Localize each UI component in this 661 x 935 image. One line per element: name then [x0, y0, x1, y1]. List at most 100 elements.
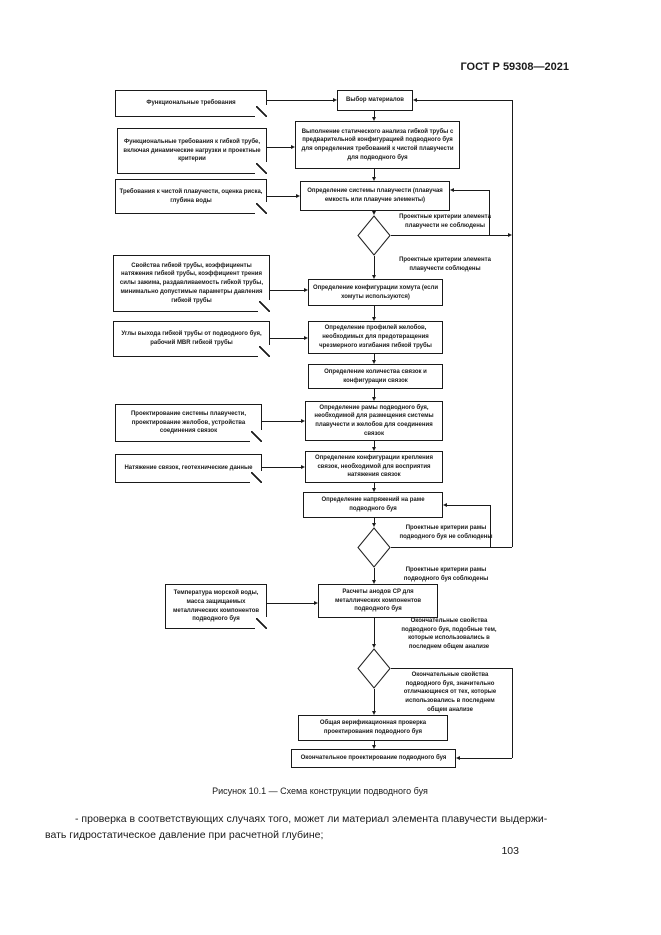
body-text-line1: - проверка в соответствующих случаях тог… [75, 813, 548, 825]
doc-pipe-exit-angles: Углы выхода гибкой трубы от подводного б… [113, 321, 270, 357]
flow-line [374, 741, 375, 745]
step-final-design: Окончательное проектирование подводного … [291, 749, 456, 768]
decision-final-properties-diamond [357, 648, 391, 689]
decision-frame-criteria-diamond [357, 527, 391, 568]
arrowhead-left [413, 97, 417, 102]
loop-line-buoyancy [489, 190, 490, 235]
branch-label-frame-met: Проектные критерии рамы подводного буя с… [403, 567, 489, 582]
arrowhead-down [371, 488, 376, 492]
flow-line [270, 338, 304, 339]
step-text: Выбор материалов [346, 97, 404, 104]
arrowhead-down [371, 117, 376, 121]
step-text: Определение системы плавучести (плавучая… [307, 188, 443, 203]
arrowhead-right [508, 232, 512, 237]
arrowhead-right [333, 97, 337, 102]
flow-line [391, 547, 512, 548]
doc-text: Температура морской воды, масса защищаем… [172, 590, 260, 623]
step-text: Определение конфигурации крепления связо… [315, 454, 433, 479]
doc-text: Проектирование системы плавучести, проек… [130, 410, 246, 435]
branch-label-buoyancy-not-met: Проектные критерии элемента плавучести н… [399, 214, 491, 229]
step-tether-number: Определение количества связок и конфигур… [308, 364, 443, 389]
flow-line [374, 306, 375, 317]
flow-line [391, 235, 508, 236]
arrowhead-down [371, 211, 376, 215]
arrowhead-down [371, 644, 376, 648]
arrowhead-right [296, 193, 300, 198]
arrowhead-down [371, 360, 376, 364]
decision-buoyancy-criteria-diamond [357, 215, 391, 256]
branch-label-frame-not-met: Проектные критерии рамы подводного буя н… [399, 525, 493, 540]
flow-line [374, 689, 375, 711]
doc-pipe-functional-requirements: Функциональные требования к гибкой трубе… [117, 128, 267, 174]
flow-line [374, 354, 375, 360]
step-text: Определение рамы подводного буя, необход… [314, 404, 434, 437]
flow-line [374, 441, 375, 447]
arrowhead-down [371, 523, 376, 527]
page-header-standard-code: ГОСТ Р 59308—2021 [460, 61, 569, 73]
arrowhead-right [314, 600, 318, 605]
loop-line-frame [490, 505, 491, 547]
doc-text: Натяжение связок, геотехнические данные [124, 465, 253, 472]
branch-label-properties-similar: Окончательные свойства подводного буя, п… [401, 618, 497, 651]
arrowhead-right [304, 287, 308, 292]
flow-line [262, 467, 301, 468]
doc-text: Функциональные требования к гибкой трубе… [123, 138, 261, 163]
step-buoyancy-system: Определение системы плавучести (плавучая… [300, 181, 450, 211]
doc-buoyancy-gutter-design: Проектирование системы плавучести, проек… [115, 404, 262, 442]
flow-line [417, 100, 512, 101]
flow-line [374, 169, 375, 177]
step-text: Определение количества связок и конфигур… [324, 368, 427, 384]
figure-caption: Рисунок 10.1 — Схема конструкции подводн… [212, 786, 428, 796]
step-tether-attachment: Определение конфигурации крепления связо… [305, 451, 443, 483]
arrowhead-down [371, 447, 376, 451]
flow-line [454, 190, 489, 191]
branch-label-buoyancy-met: Проектные критерии элемента плавучести с… [399, 257, 491, 272]
doc-text: Функциональные требования [146, 100, 236, 107]
doc-net-buoyancy-requirements: Требования к чистой плавучести, оценка р… [115, 179, 267, 214]
step-gutter-profiles: Определение профилей желобов, необходимы… [308, 321, 443, 354]
doc-tether-tension-soil: Натяжение связок, геотехнические данные [115, 454, 262, 483]
flow-line [270, 290, 304, 291]
arrowhead-left [443, 502, 447, 507]
arrowhead-down [371, 397, 376, 401]
step-frame-stresses: Определение напряжений на раме подводног… [303, 492, 443, 518]
bypass-line-to-final-design [512, 668, 513, 758]
step-clamp-configuration: Определение конфигурации хомута (если хо… [308, 279, 443, 306]
doc-functional-requirements: Функциональные требования [115, 90, 267, 117]
flow-line [374, 111, 375, 117]
step-text: Определение напряжений на раме подводног… [321, 497, 425, 512]
step-material-selection: Выбор материалов [337, 90, 413, 111]
flow-line [267, 100, 333, 101]
arrowhead-down [371, 317, 376, 321]
flow-line [267, 603, 314, 604]
step-text: Определение профилей желобов, необходимы… [319, 325, 432, 349]
doc-text: Требования к чистой плавучести, оценка р… [119, 188, 263, 204]
flow-line [267, 147, 291, 148]
arrowhead-left [456, 755, 460, 760]
doc-text: Свойства гибкой трубы, коэффициенты натя… [119, 262, 264, 304]
page-number: 103 [501, 845, 519, 857]
arrowhead-down [371, 177, 376, 181]
arrowhead-right [301, 464, 305, 469]
doc-seawater-temperature: Температура морской воды, масса защищаем… [165, 584, 267, 629]
flow-line [374, 256, 375, 275]
body-text-line2: вать гидростатическое давление при расче… [45, 829, 324, 841]
flow-line [267, 196, 296, 197]
arrowhead-down [371, 711, 376, 715]
arrowhead-right [291, 144, 295, 149]
flow-line [391, 668, 512, 669]
flow-line [374, 389, 375, 397]
step-text: Выполнение статического анализа гибкой т… [301, 128, 454, 161]
step-buoy-frame: Определение рамы подводного буя, необход… [305, 401, 443, 441]
step-verification-check: Общая верификационная проверка проектиро… [298, 715, 448, 741]
arrowhead-down [371, 275, 376, 279]
flow-line [374, 483, 375, 488]
arrowhead-right [304, 335, 308, 340]
branch-label-properties-different: Окончательные свойства подводного буя, з… [403, 672, 497, 713]
flow-line [374, 568, 375, 580]
flow-line [460, 758, 512, 759]
step-text: Общая верификационная проверка проектиро… [319, 720, 427, 735]
step-text: Окончательное проектирование подводного … [300, 755, 447, 762]
step-text: Расчеты анодов CP для металлических комп… [334, 588, 422, 613]
